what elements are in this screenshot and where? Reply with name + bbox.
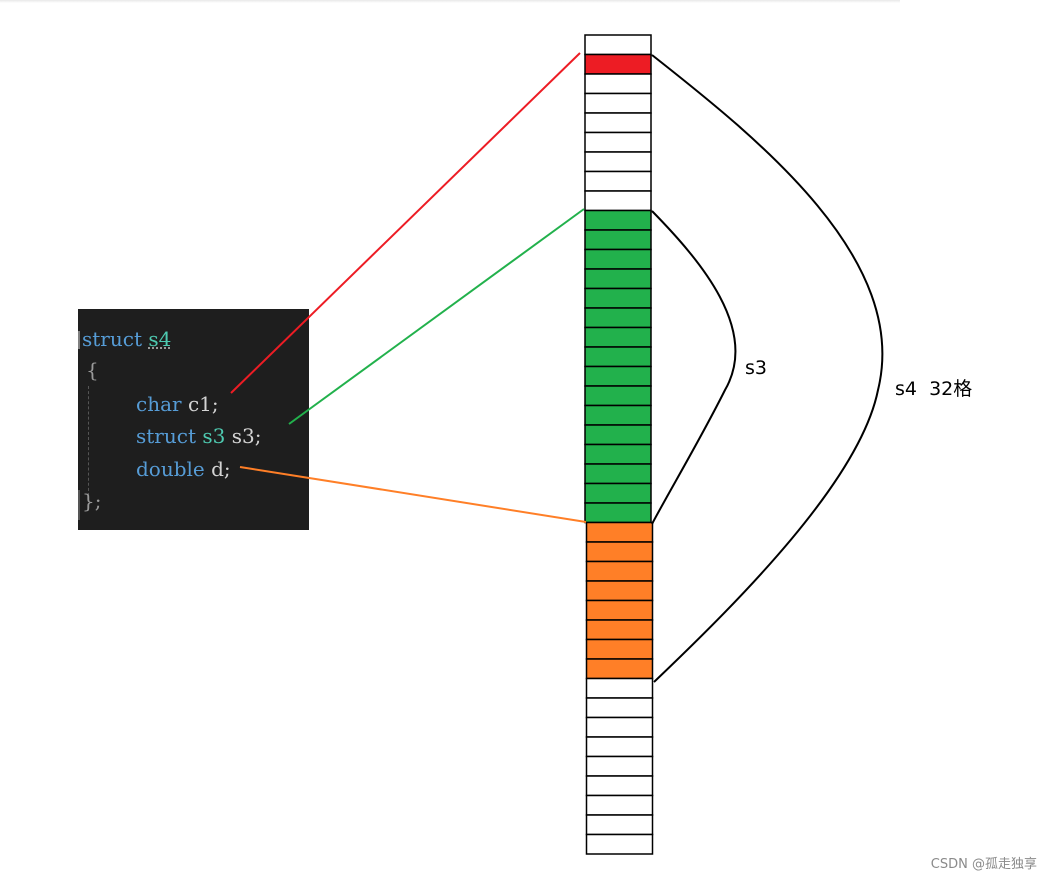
memory-cell-orange xyxy=(585,599,654,621)
memory-cell-empty xyxy=(585,677,654,699)
memory-cell-empty xyxy=(584,170,652,192)
memory-cell-green xyxy=(584,385,652,407)
code-line-close-brace: }; xyxy=(82,489,101,513)
memory-cell-orange xyxy=(585,521,654,543)
memory-cell-empty xyxy=(584,112,652,134)
memory-cell-green xyxy=(584,209,652,231)
memory-cell-empty xyxy=(585,755,654,777)
memory-cell-empty xyxy=(584,73,652,95)
code-line-double: double d; xyxy=(136,457,231,481)
memory-cell-empty xyxy=(585,794,654,816)
memory-cell-red xyxy=(584,53,652,75)
memory-cell-green xyxy=(584,482,652,504)
brace-s3 xyxy=(651,210,737,525)
memory-cell-empty xyxy=(584,92,652,114)
fold-marker xyxy=(78,331,80,349)
memory-cell-empty xyxy=(585,697,654,719)
memory-cell-orange xyxy=(585,580,654,602)
memory-cell-empty xyxy=(585,833,654,855)
type-s3: s3 xyxy=(202,424,226,448)
memory-cell-green xyxy=(584,424,652,446)
code-line-char: char c1; xyxy=(136,392,219,416)
memory-cell-empty xyxy=(584,34,652,56)
memory-cell-green xyxy=(584,463,652,485)
memory-cell-empty xyxy=(585,814,654,836)
memory-cell-green xyxy=(584,502,652,524)
member-s3: s3; xyxy=(231,424,262,448)
code-panel xyxy=(78,309,309,530)
label-s3: s3 xyxy=(745,357,767,379)
indent-guide xyxy=(88,386,89,496)
memory-cell-green xyxy=(584,404,652,426)
keyword-char: char xyxy=(136,392,182,416)
watermark: CSDN @孤走独享 xyxy=(930,857,1037,872)
brace-s4 xyxy=(651,54,884,683)
code-line-struct-s3: struct s3 s3; xyxy=(136,424,261,448)
memory-cell-empty xyxy=(585,775,654,797)
memory-cell-green xyxy=(584,229,652,251)
member-d: d; xyxy=(211,457,231,481)
type-s4: s4 xyxy=(148,327,172,351)
memory-cell-green xyxy=(584,248,652,270)
label-s4-32-cells: s4 32格 xyxy=(895,378,973,400)
memory-cell-orange xyxy=(585,560,654,582)
memory-cell-empty xyxy=(584,131,652,153)
memory-cell-green xyxy=(584,443,652,465)
memory-cell-empty xyxy=(584,190,652,212)
code-line-open-brace: { xyxy=(86,358,99,382)
memory-cell-orange xyxy=(585,658,654,680)
memory-cell-green xyxy=(584,346,652,368)
top-shadow xyxy=(0,0,900,3)
open-brace: { xyxy=(86,358,99,382)
memory-cells xyxy=(584,34,654,855)
keyword-struct: struct xyxy=(82,327,142,351)
memory-cell-green xyxy=(584,365,652,387)
memory-cell-green xyxy=(584,307,652,329)
memory-cell-empty xyxy=(584,151,652,173)
connector-d-orange xyxy=(239,466,587,523)
connector-c1-red xyxy=(230,52,581,394)
fold-marker-end xyxy=(78,490,80,520)
keyword-double: double xyxy=(136,457,205,481)
memory-cell-empty xyxy=(585,736,654,758)
memory-cell-orange xyxy=(585,541,654,563)
memory-cell-green xyxy=(584,326,652,348)
keyword-struct-s3: struct xyxy=(136,424,196,448)
close-brace: }; xyxy=(82,489,102,513)
memory-cell-green xyxy=(584,268,652,290)
code-line-struct-s4: struct s4 xyxy=(82,327,171,351)
memory-cell-empty xyxy=(585,716,654,738)
connector-s3-green xyxy=(288,208,585,425)
memory-cell-orange xyxy=(585,619,654,641)
member-c1: c1; xyxy=(187,392,219,416)
memory-cell-orange xyxy=(585,638,654,660)
memory-cell-green xyxy=(584,287,652,309)
